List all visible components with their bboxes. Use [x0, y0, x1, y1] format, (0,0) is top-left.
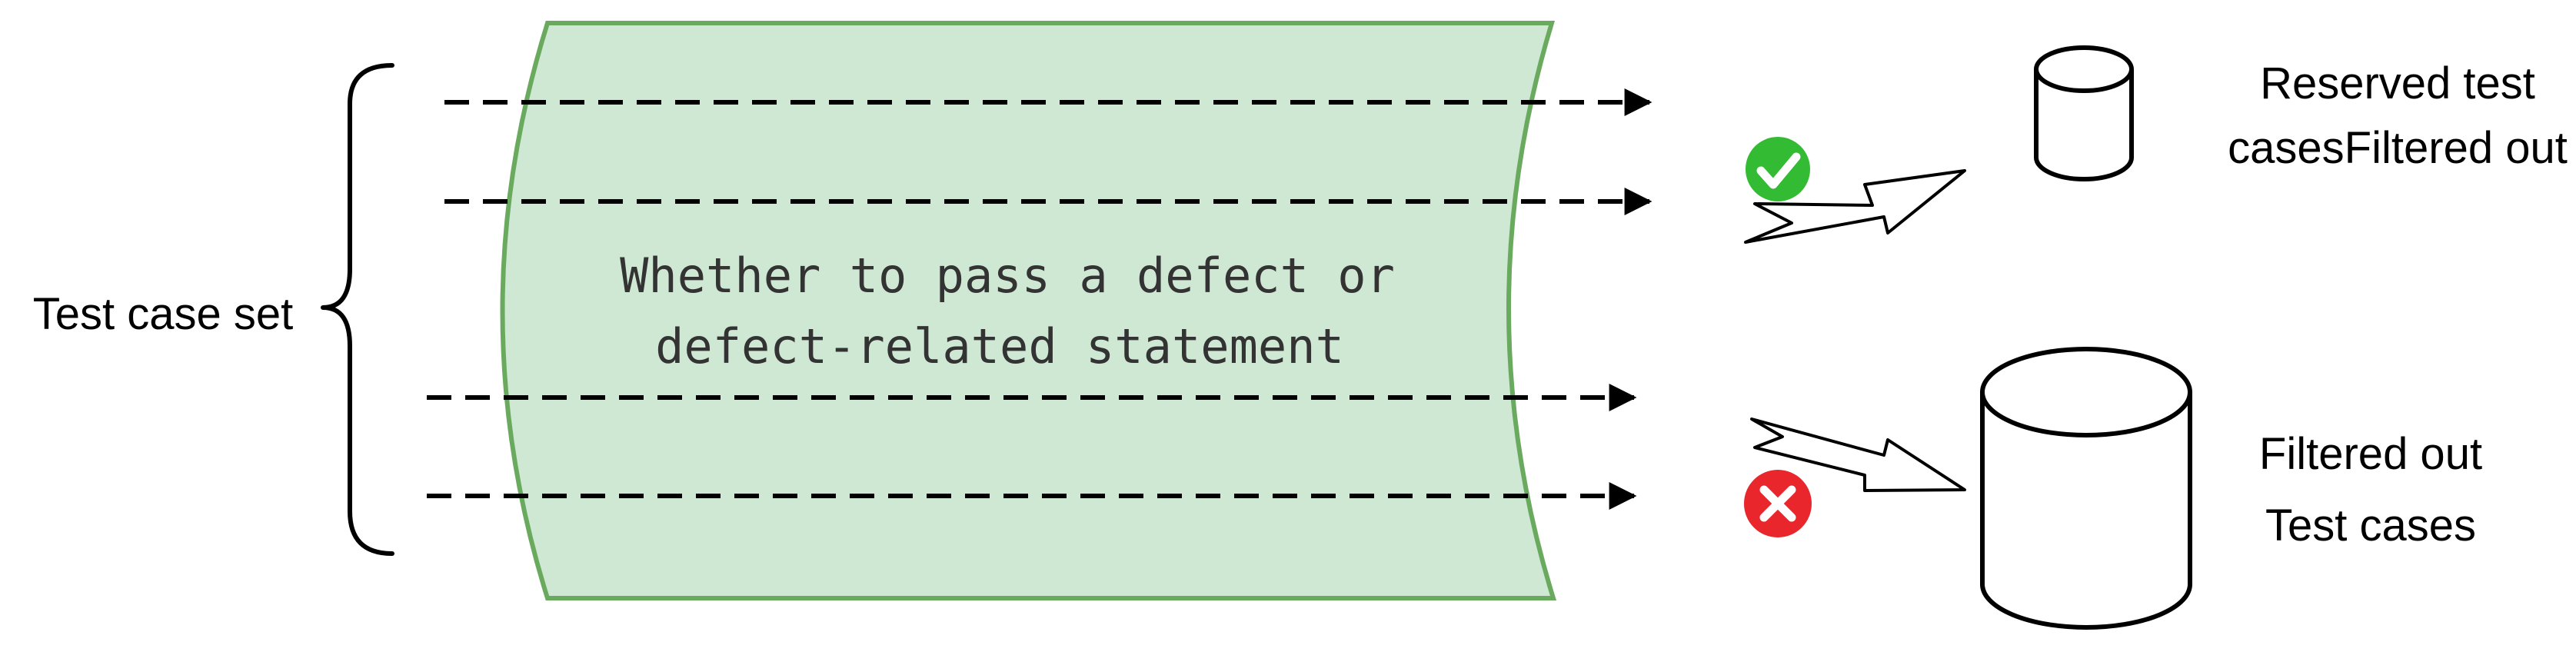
filtered-label-line1: Filtered out	[2259, 429, 2482, 479]
reserved-label-line2: casesFiltered out	[2228, 123, 2568, 173]
filter-text-line2: defect-related statement	[655, 318, 1344, 374]
check-icon	[1746, 137, 1810, 201]
test-case-set-label: Test case set	[33, 289, 293, 339]
filter-region	[500, 21, 1557, 600]
filtered-cases-database-icon	[1980, 347, 2192, 630]
reserved-label-line1: Reserved test	[2260, 58, 2535, 108]
test-case-brace	[321, 63, 394, 556]
filtered-label-line2: Test cases	[2265, 501, 2476, 551]
filter-text-line1: Whether to pass a defect or	[620, 248, 1395, 304]
fail-flow-arrow	[1750, 417, 1966, 492]
cross-icon	[1744, 470, 1812, 537]
pass-flow-arrow	[1744, 169, 1966, 244]
reserved-cases-database-icon	[2034, 45, 2134, 181]
